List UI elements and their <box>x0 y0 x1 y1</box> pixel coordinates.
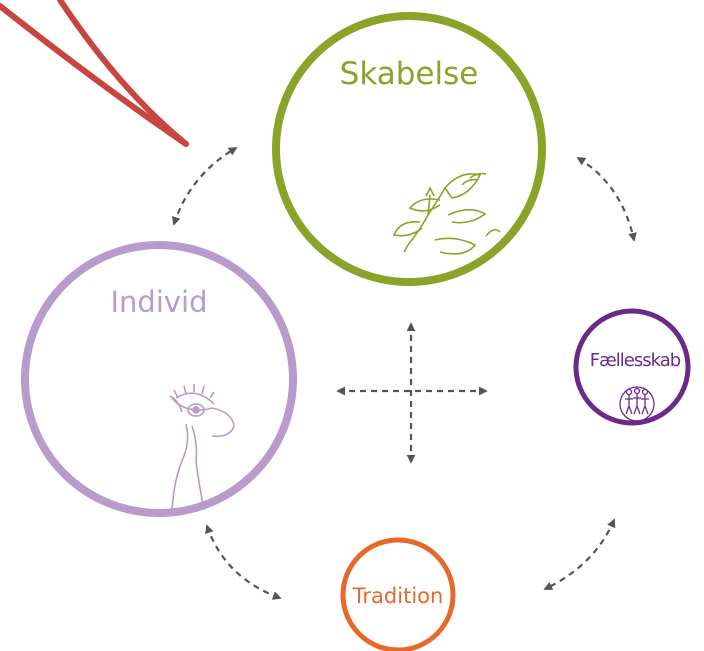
arrow-faellesskab-tradition <box>543 518 616 590</box>
tradition-label: Tradition <box>352 584 444 608</box>
tradition-node: Tradition <box>340 537 456 651</box>
connection-arrows <box>172 147 637 600</box>
people-group-icon <box>619 386 655 422</box>
skabelse-label: Skabelse <box>340 56 479 92</box>
center-cross-arrows <box>336 322 488 464</box>
eye-flower-icon <box>169 384 235 511</box>
faellesskab-label: Fællesskab <box>590 350 681 371</box>
skabelse-node: Skabelse <box>272 12 546 286</box>
arrow-skabelse-faellesskab <box>576 157 637 242</box>
sprouting-plant-icon <box>392 172 501 255</box>
individ-label: Individ <box>110 285 207 319</box>
faellesskab-node: Fællesskab <box>573 308 691 426</box>
red-pointer <box>0 0 189 147</box>
arrow-individ-tradition <box>205 524 282 600</box>
individ-node: Individ <box>21 241 297 517</box>
arrow-individ-skabelse <box>172 147 238 226</box>
